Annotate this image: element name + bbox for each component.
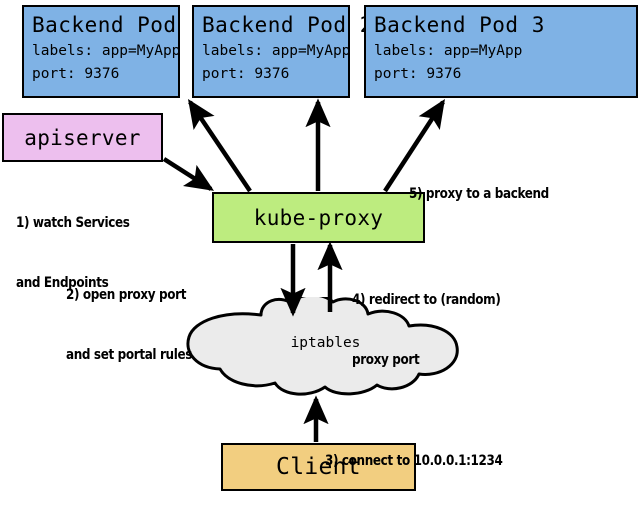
step-3-annotation: 3) connect to 10.0.0.1:1234 (325, 411, 503, 511)
step-1-line-2: and Endpoints (16, 275, 109, 291)
backend-pod-2-labels: labels: app=MyApp (202, 43, 351, 59)
step-4-line-2: proxy port (352, 352, 420, 368)
backend-pod-3-box: Backend Pod 3 labels: app=MyApp port: 93… (364, 5, 638, 98)
step-1-line-1: 1) watch Services (16, 215, 130, 231)
step-4-line-1: 4) redirect to (random) (352, 292, 501, 308)
step-5-line-1: 5) proxy to a backend (409, 186, 549, 202)
step-2-line-1: 2) open proxy port (66, 287, 187, 303)
iptables-cloud: iptables (183, 297, 468, 397)
backend-pod-3-port: port: 9376 (374, 66, 462, 82)
backend-pod-1-box: Backend Pod 1 labels: app=MyApp port: 93… (22, 5, 203, 98)
iptables-label: iptables (290, 335, 361, 351)
backend-pod-2-title: Backend Pod 2 (202, 13, 373, 37)
backend-pod-2-box: Backend Pod 2 labels: app=MyApp port: 93… (192, 5, 373, 98)
backend-pod-3-labels: labels: app=MyApp (374, 43, 523, 59)
backend-pod-1-port: port: 9376 (32, 66, 120, 82)
kube-proxy-box: kube-proxy (212, 192, 425, 243)
backend-pod-1-labels: labels: app=MyApp (32, 43, 181, 59)
step-3-line-1: 3) connect to 10.0.0.1:1234 (325, 453, 503, 469)
client-label: Client (276, 454, 361, 480)
kube-proxy-label: kube-proxy (253, 205, 384, 230)
step-2-line-2: and set portal rules (66, 347, 192, 363)
step-2-annotation: 2) open proxy port and set portal rules (66, 245, 192, 405)
diagram-canvas: Backend Pod 1 labels: app=MyApp port: 93… (2, 5, 638, 491)
step-4-annotation: 4) redirect to (random) proxy port (352, 250, 501, 410)
arrow-kubeproxy-to-pod1 (187, 99, 252, 193)
backend-pod-3-title: Backend Pod 3 (374, 13, 545, 37)
client-box: Client (221, 443, 416, 491)
arrow-apiserver-to-kubeproxy (162, 157, 215, 191)
apiserver-box: apiserver (2, 113, 163, 162)
backend-pod-2-port: port: 9376 (202, 66, 290, 82)
step-5-annotation: 5) proxy to a backend (409, 144, 549, 244)
step-1-annotation: 1) watch Services and Endpoints (16, 173, 130, 333)
apiserver-label: apiserver (24, 125, 141, 150)
backend-pod-1-title: Backend Pod 1 (32, 13, 203, 37)
